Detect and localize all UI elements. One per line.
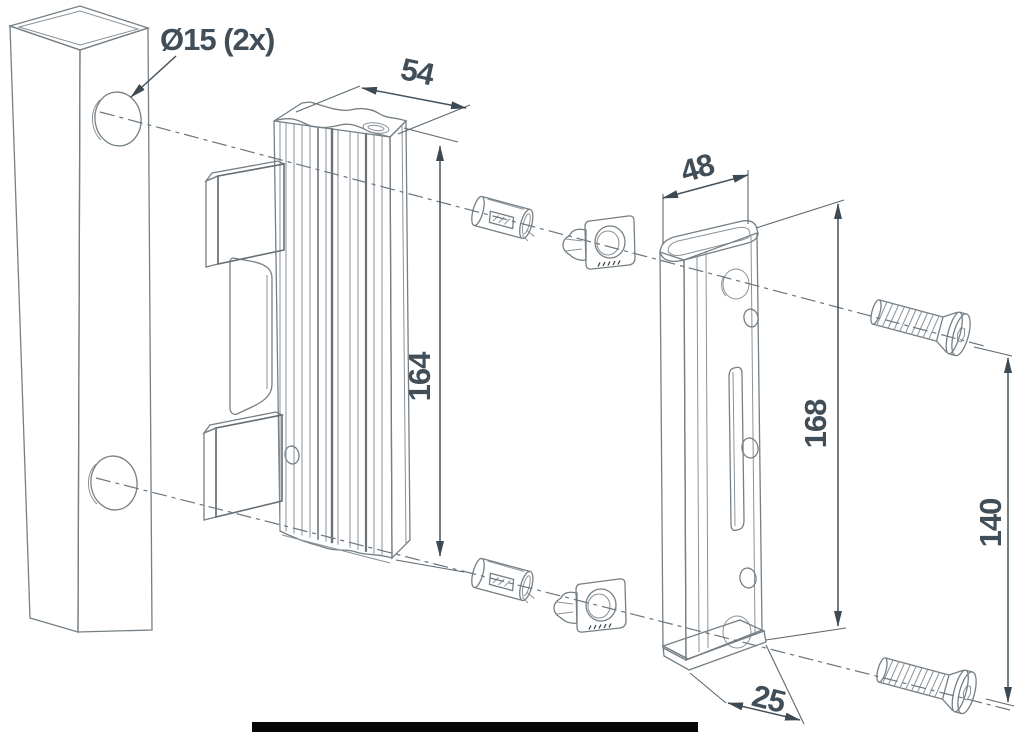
screw-spacing-label: 140 bbox=[973, 499, 1008, 548]
slotted-insert-upper bbox=[471, 195, 535, 242]
dim-profile-depth-54: 54 bbox=[295, 51, 471, 135]
bush-brand-engraving bbox=[597, 260, 621, 267]
profile-front-face bbox=[273, 120, 393, 559]
profile-right-face bbox=[389, 119, 411, 560]
countersunk-screw-lower bbox=[871, 647, 981, 717]
post-top-face bbox=[7, 5, 151, 51]
keeper-body bbox=[659, 220, 767, 671]
dim-screw-spacing-140: 140 bbox=[973, 346, 1015, 707]
keeper-width-label: 48 bbox=[677, 146, 719, 189]
clamp-upper-left-face bbox=[205, 175, 219, 268]
keeper-main-face bbox=[683, 232, 763, 661]
dim-hole-diameter: Ø15 (2x) bbox=[130, 22, 275, 98]
hole-diameter-label: Ø15 (2x) bbox=[160, 22, 274, 57]
screw-hex-socket bbox=[956, 327, 966, 343]
threaded-bush-lower bbox=[553, 578, 627, 633]
screw-head-face bbox=[951, 313, 971, 357]
square-post bbox=[7, 5, 153, 633]
keeper-depth-label: 25 bbox=[749, 678, 790, 720]
screw-threads bbox=[876, 301, 940, 340]
keeper-top-inner-rim bbox=[667, 226, 751, 256]
clamp-pad-middle bbox=[229, 257, 273, 415]
keeper-hole-lower bbox=[739, 567, 757, 589]
post-right-face bbox=[77, 27, 153, 633]
clamp-lower-left-face bbox=[203, 427, 217, 521]
countersunk-screw-upper bbox=[870, 299, 971, 357]
keeper-top-recess bbox=[722, 268, 750, 300]
profile-screw-hole bbox=[284, 445, 300, 465]
bush-wing bbox=[562, 228, 587, 261]
keeper-bevel-lines bbox=[696, 235, 756, 653]
keeper-front-left-face bbox=[659, 251, 687, 662]
dim-keeper-depth-25: 25 bbox=[689, 644, 805, 725]
lock-profile bbox=[202, 101, 411, 564]
dim-keeper-height-168: 168 bbox=[755, 199, 847, 641]
bottom-black-bar bbox=[252, 722, 698, 732]
profile-depth-label: 54 bbox=[398, 51, 439, 92]
keeper-height-label: 168 bbox=[798, 399, 833, 448]
hole-leader-line bbox=[130, 55, 177, 98]
threaded-bush-upper bbox=[562, 215, 636, 270]
keeper-hole-upper bbox=[743, 308, 759, 328]
keeper-bottom-lip bbox=[662, 630, 767, 671]
screw-head-cone bbox=[935, 311, 958, 354]
clamp-block-lower bbox=[202, 411, 284, 521]
profile-height-label: 164 bbox=[402, 351, 437, 401]
profile-top-slot-inner bbox=[367, 124, 385, 132]
slotted-insert-lower bbox=[468, 556, 542, 605]
post-hole-lower bbox=[87, 455, 138, 511]
keeper-hole-middle bbox=[741, 437, 759, 459]
profile-bottom-thickness bbox=[281, 534, 391, 564]
dim-profile-height-164: 164 bbox=[395, 127, 465, 573]
post-hole-upper bbox=[91, 91, 142, 147]
post-left-face bbox=[9, 25, 81, 633]
keeper-latch-slot bbox=[728, 366, 745, 532]
clamp-upper-ribbed-face bbox=[217, 163, 285, 265]
profile-top-slot bbox=[362, 122, 390, 134]
clamp-lower-ribbed-face bbox=[215, 414, 283, 519]
post-top-inner-lip bbox=[17, 10, 140, 46]
keeper-top-face bbox=[659, 220, 759, 263]
keeper-bottom-recess bbox=[722, 615, 752, 649]
bush-hole bbox=[594, 225, 626, 259]
bush-flange bbox=[584, 215, 636, 270]
clamp-block-upper bbox=[204, 160, 287, 268]
profile-rib-lines bbox=[279, 121, 407, 556]
center-line-upper bbox=[99, 111, 989, 348]
center-line-lower bbox=[95, 477, 1011, 711]
